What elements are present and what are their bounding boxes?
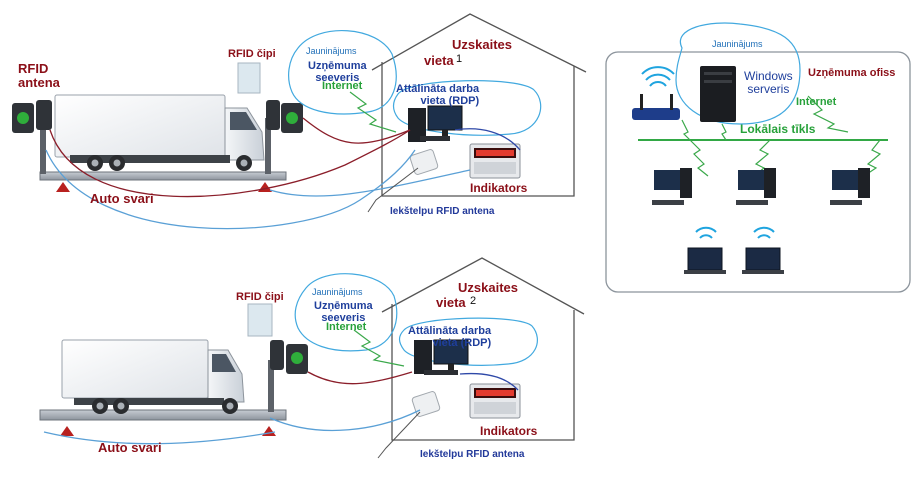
- office-desktop-pc: [652, 168, 692, 205]
- site2-indicator-label: Indikators: [480, 424, 538, 438]
- site2-cables: [43, 371, 519, 445]
- office-local-network-label: Lokālais tīkls: [740, 122, 816, 136]
- site2-workstation: [414, 339, 469, 375]
- site2-truck: [61, 339, 245, 414]
- office-pc3-link: [863, 139, 882, 177]
- site2-indoor-rfid-antenna-label: Iekštelpu RFID antena: [420, 449, 525, 460]
- site1-truck: [54, 94, 265, 171]
- office-laptop-wifi: [742, 226, 784, 274]
- site2-upgrade-bubble: [294, 273, 398, 352]
- office-internet-label: Internet: [796, 96, 837, 108]
- site2-accounting-place-line2: vieta: [436, 295, 466, 310]
- site1-internet-label: Internet: [322, 80, 363, 92]
- site2-rfid-chip-card: [247, 303, 273, 337]
- site2-weight-indicator: [469, 383, 521, 419]
- office-laptop-wifi: [684, 226, 726, 274]
- site2-building: [381, 257, 585, 441]
- site2-accounting-place-line1: Uzskaites: [458, 280, 518, 295]
- site2-indoor-antenna-pointer: [377, 411, 421, 459]
- site2-truck-scale: [39, 409, 287, 436]
- office-panel: [605, 22, 911, 293]
- office-internet-link: [807, 95, 849, 133]
- office-windows-server: [700, 66, 736, 122]
- site2-indoor-rfid-antenna: [411, 391, 441, 417]
- site1-rfid-antenna-right: [265, 100, 303, 174]
- office-desktop-pc: [830, 168, 870, 205]
- office-pc2-link: [753, 139, 771, 177]
- site2-remote-workplace-label: Attālināta darba vieta (RDP): [408, 325, 492, 349]
- office-upgrade-bubble: [675, 22, 801, 125]
- site1-auto-scales-label: Auto svari: [90, 191, 154, 206]
- site1-cables: [45, 117, 521, 230]
- site2-upgrade-label: Jauninājums: [312, 287, 363, 297]
- site1-upgrade-label: Jauninājums: [306, 46, 357, 56]
- site1-place-number: 1: [456, 53, 463, 65]
- office-router-link: [681, 119, 691, 141]
- office-server-link: [721, 123, 727, 141]
- site1-rfid-antenna-label: RFID antena: [18, 61, 60, 90]
- office-pc1-link: [689, 139, 709, 177]
- site1-accounting-place-line2: vieta: [424, 53, 454, 68]
- site1-indicator-label: Indikators: [470, 181, 528, 195]
- site1-weight-indicator: [469, 143, 521, 179]
- office-label: Uzņēmuma ofiss: [808, 67, 896, 79]
- site1-company-server-label: Uzņēmuma seeveris: [308, 60, 367, 84]
- site1-rfid-antenna-left: [12, 100, 52, 174]
- site1-rfid-chip-card: [237, 62, 261, 94]
- site2-place-number: 2: [470, 295, 477, 307]
- site1-rdp-bubble: [392, 80, 542, 136]
- site1-indoor-rfid-antenna-label: Iekštelpu RFID antena: [390, 206, 495, 217]
- site2-internet-link: [353, 329, 405, 367]
- site1: [12, 13, 587, 230]
- site2-auto-scales-label: Auto svari: [98, 440, 162, 455]
- site1-indoor-antenna-pointer: [367, 167, 419, 213]
- office-desktop-pc: [736, 168, 776, 205]
- office-windows-server-label: Windows serveris: [744, 69, 793, 96]
- site1-workstation: [408, 105, 463, 142]
- site2: [39, 257, 585, 459]
- site1-building: [371, 13, 587, 197]
- site1-internet-link: [349, 91, 397, 133]
- office-upgrade-label: Jauninājums: [712, 39, 763, 49]
- site2-rdp-bubble: [398, 317, 538, 366]
- site2-rfid-antenna: [268, 340, 308, 412]
- site2-company-server-label: Uzņēmuma seeveris: [314, 300, 373, 324]
- office-wifi-router: [632, 66, 680, 120]
- site1-remote-workplace-label: Attālināta darba vieta (RDP): [396, 83, 480, 107]
- site1-rfid-chips-label: RFID čipi: [228, 48, 276, 60]
- site2-rfid-chips-label: RFID čipi: [236, 291, 284, 303]
- site1-upgrade-bubble: [288, 30, 397, 115]
- site2-internet-label: Internet: [326, 321, 367, 333]
- site1-accounting-place-line1: Uzskaites: [452, 37, 512, 52]
